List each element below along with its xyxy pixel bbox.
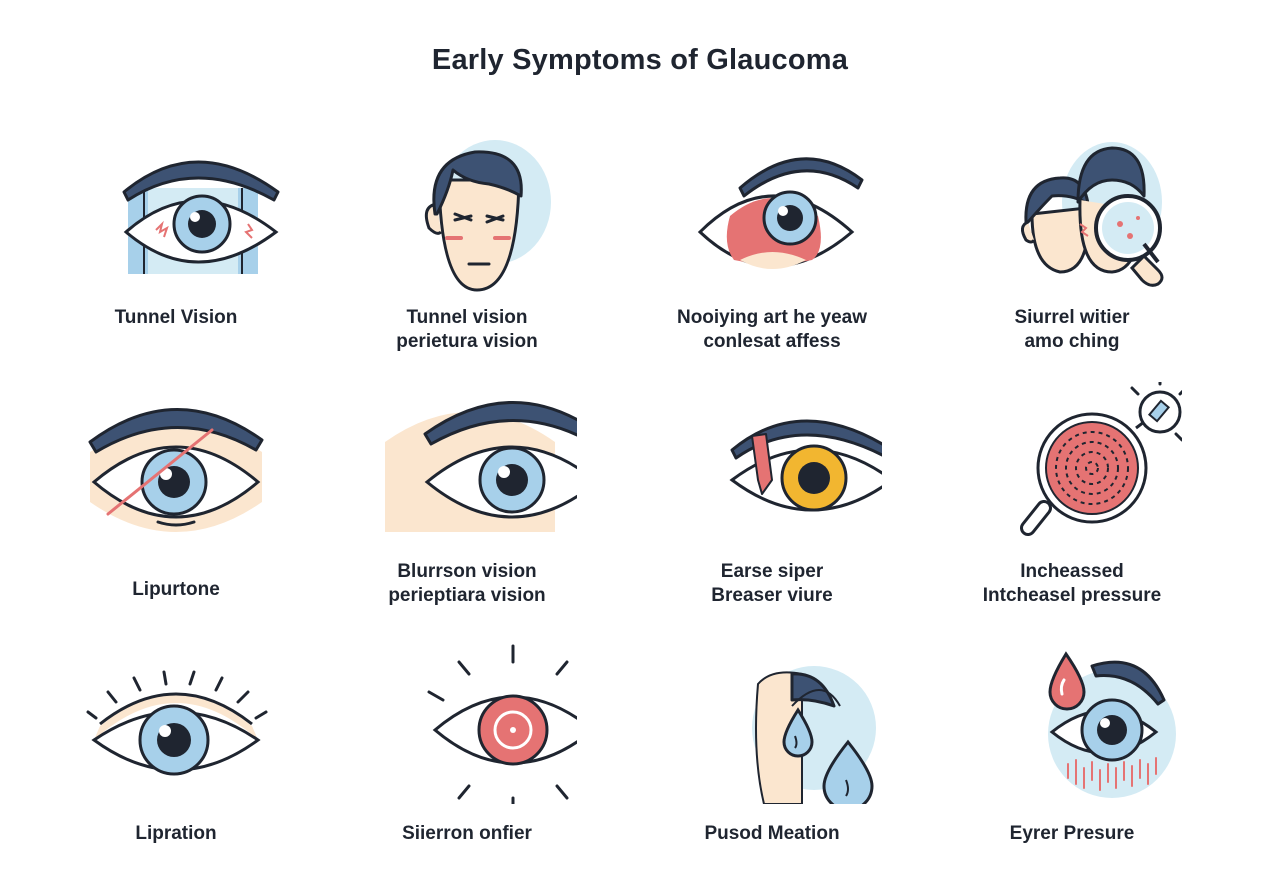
yellow-iris-eye-icon bbox=[729, 419, 882, 512]
symptom-label-line: Breaser viure bbox=[711, 585, 833, 606]
symptom-label: Earse siper Breaser viure bbox=[622, 560, 922, 608]
blurred-eye-icon bbox=[385, 401, 577, 532]
symptom-label: Tunnel vision perietura vision bbox=[317, 306, 617, 354]
slashed-eye-icon bbox=[88, 408, 264, 532]
symptom-label: Tunnel Vision bbox=[26, 306, 326, 330]
symptom-label: Lipurtone bbox=[26, 578, 326, 602]
symptom-label-line: Siierron onfier bbox=[402, 823, 532, 844]
eyelash-eye-icon bbox=[86, 670, 268, 776]
symptom-card: Blurrson vision perieptiara vision bbox=[317, 382, 617, 632]
symptom-card: Tunnel Vision bbox=[26, 140, 326, 390]
symptom-card: Lipurtone bbox=[26, 382, 326, 632]
symptom-label-line: Lipurtone bbox=[132, 579, 220, 600]
pressure-magnifier-icon bbox=[1020, 382, 1182, 536]
symptom-card: Earse siper Breaser viure bbox=[622, 382, 922, 632]
symptom-label: Incheassed Intcheasel pressure bbox=[922, 560, 1222, 608]
symptom-card: Incheassed Intcheasel pressure bbox=[922, 382, 1222, 632]
symptom-label: Siurrel witier amo ching bbox=[922, 306, 1222, 354]
page-title: Early Symptoms of Glaucoma bbox=[431, 44, 849, 76]
symptom-label: Nooiying art he yeaw conlesat affess bbox=[622, 306, 922, 354]
tunnel-vision-eye-icon bbox=[122, 160, 280, 274]
symptom-label-line: Pusod Meation bbox=[704, 823, 840, 844]
symptom-card: Siurrel witier amo ching bbox=[922, 140, 1222, 390]
red-eye-icon bbox=[697, 157, 864, 269]
symptom-label-line: perietura vision bbox=[396, 331, 538, 352]
symptom-label-line: Tunnel Vision bbox=[114, 307, 238, 328]
symptom-label-line: Intcheasel pressure bbox=[982, 585, 1162, 606]
symptom-label-line: Siurrel witier bbox=[1014, 307, 1130, 328]
symptom-label: Blurrson vision perieptiara vision bbox=[317, 560, 617, 608]
squinting-face-icon bbox=[424, 140, 551, 292]
symptom-label-line: Eyrer Presure bbox=[1009, 823, 1135, 844]
symptom-card: Eyrer Presure bbox=[922, 644, 1222, 894]
symptom-card: Tunnel vision perietura vision bbox=[317, 140, 617, 390]
symptom-label: Lipration bbox=[26, 822, 326, 846]
symptom-card: Pusod Meation bbox=[622, 644, 922, 894]
symptom-card: Nooiying art he yeaw conlesat affess bbox=[622, 140, 922, 390]
symptom-label-line: amo ching bbox=[1024, 331, 1120, 352]
symptom-label: Eyrer Presure bbox=[922, 822, 1222, 846]
symptom-label-line: Tunnel vision bbox=[406, 307, 528, 328]
face-with-magnifier-icon bbox=[1021, 142, 1164, 287]
symptom-label-line: perieptiara vision bbox=[388, 585, 546, 606]
symptom-label-line: Earse siper bbox=[720, 561, 824, 582]
symptom-label-line: conlesat affess bbox=[703, 331, 841, 352]
symptom-card: Lipration bbox=[26, 644, 326, 894]
symptom-label-line: Nooiying art he yeaw bbox=[676, 307, 868, 328]
symptom-card: Siierron onfier bbox=[317, 644, 617, 894]
symptom-label: Siierron onfier bbox=[317, 822, 617, 846]
halo-eye-icon bbox=[427, 644, 577, 804]
symptom-label: Pusod Meation bbox=[622, 822, 922, 846]
symptom-label-line: Lipration bbox=[135, 823, 217, 844]
blood-drop-eye-icon bbox=[1048, 651, 1176, 798]
tear-drops-icon bbox=[752, 666, 876, 804]
symptom-label-line: Blurrson vision bbox=[397, 561, 537, 582]
symptom-label-line: Incheassed bbox=[1020, 561, 1124, 582]
